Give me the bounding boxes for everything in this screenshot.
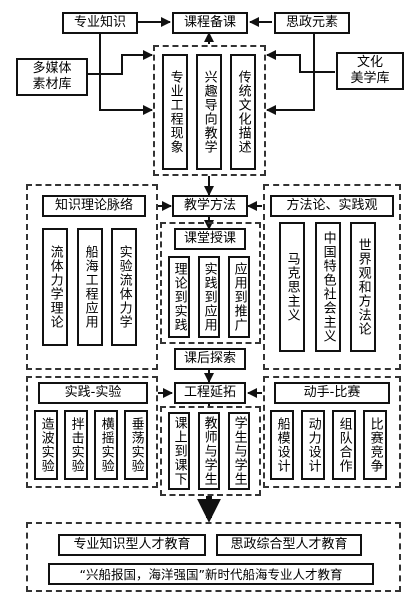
arrow-aesthetic-to-prepbox bbox=[266, 50, 335, 73]
ext-class-to-after: 课上到课下 bbox=[168, 412, 190, 490]
ideological-talent-box: 思政综合型人才教育 bbox=[216, 534, 362, 556]
class-application-to-promotion: 应用到推广 bbox=[228, 256, 250, 338]
exp-slam-label: 拌击实验 bbox=[68, 417, 84, 473]
media-library-line-2: 素材库 bbox=[32, 77, 72, 92]
media-library-line-1: 多媒体 bbox=[32, 61, 72, 77]
comp-competition-label: 比赛竞争 bbox=[367, 417, 383, 473]
outcome-group bbox=[26, 522, 401, 592]
aesthetic-library-line-1: 文化 bbox=[356, 55, 383, 71]
method-worldview-label: 世界观和方法论 bbox=[355, 238, 371, 336]
class-application-to-promotion-label: 应用到推广 bbox=[231, 262, 247, 332]
final-goal-label: “兴船报国，海洋强国”新时代船海专业人才教育 bbox=[79, 566, 343, 582]
classroom-group bbox=[160, 222, 261, 344]
knowledge-theory-group bbox=[26, 184, 158, 370]
prep-items-group bbox=[153, 45, 266, 176]
prep-item-culture-label: 传统文化描述 bbox=[235, 70, 251, 154]
class-theory-to-practice: 理论到实践 bbox=[168, 256, 190, 338]
prep-item-interest: 兴趣导向教学 bbox=[196, 54, 222, 170]
exp-slam: 拌击实验 bbox=[64, 410, 88, 480]
comp-teamwork-label: 组队合作 bbox=[336, 417, 352, 473]
teaching-method-label: 教学方法 bbox=[183, 198, 236, 214]
knowledge-theory-title: 知识理论脉络 bbox=[42, 195, 146, 217]
exp-roll: 横摇实验 bbox=[94, 410, 118, 480]
method-socialism-label: 中国特色社会主义 bbox=[320, 231, 336, 343]
hands-on-competition-title: 动手-比赛 bbox=[274, 382, 390, 404]
ext-teacher-student-label: 教师与学生 bbox=[201, 416, 217, 486]
course-prep-label: 课程备课 bbox=[183, 15, 236, 31]
classroom-teaching-label: 课堂授课 bbox=[183, 231, 236, 247]
methodology-label: 方法论、实践观 bbox=[286, 198, 378, 214]
ideology-elements-label: 思政元素 bbox=[285, 15, 338, 31]
arrow-media-to-prepbox bbox=[88, 50, 153, 75]
teaching-method-box: 教学方法 bbox=[172, 195, 248, 217]
ext-student-student-label: 学生与学生 bbox=[231, 416, 247, 486]
professional-talent-label: 专业知识型人才教育 bbox=[73, 537, 191, 553]
class-practice-to-application: 实践到应用 bbox=[198, 256, 220, 338]
class-practice-to-application-label: 实践到应用 bbox=[201, 262, 217, 332]
comp-power-design-label: 动力设计 bbox=[305, 417, 321, 473]
ext-class-to-after-label: 课上到课下 bbox=[171, 416, 187, 486]
arrow-ideology-to-prepbox bbox=[266, 33, 315, 115]
aesthetic-library-line-2: 美学库 bbox=[350, 71, 390, 86]
practice-experiment-group bbox=[26, 376, 158, 488]
media-library-box: 多媒体 素材库 bbox=[16, 58, 88, 96]
after-class-explore-box: 课后探索 bbox=[174, 348, 246, 370]
practice-experiment-label: 实践-实验 bbox=[64, 385, 122, 401]
professional-talent-box: 专业知识型人才教育 bbox=[58, 534, 206, 556]
final-goal-box: “兴船报国，海洋强国”新时代船海专业人才教育 bbox=[48, 563, 374, 585]
exp-wave: 造波实验 bbox=[34, 410, 58, 480]
engineering-extension-box: 工程延拓 bbox=[174, 382, 246, 404]
aesthetic-library-box: 文化 美学库 bbox=[336, 52, 404, 90]
comp-competition: 比赛竞争 bbox=[363, 410, 387, 480]
professional-knowledge-label: 专业知识 bbox=[73, 15, 126, 31]
practice-experiment-title: 实践-实验 bbox=[38, 382, 148, 404]
comp-ship-model: 船模设计 bbox=[270, 410, 294, 480]
method-worldview: 世界观和方法论 bbox=[350, 222, 376, 352]
classroom-teaching-box: 课堂授课 bbox=[174, 228, 246, 250]
theory-experimental-fluid: 实验流体力学 bbox=[111, 228, 137, 346]
prep-item-engineering: 专业工程现象 bbox=[162, 54, 188, 170]
hands-on-competition-group bbox=[263, 376, 401, 488]
prep-item-culture: 传统文化描述 bbox=[230, 54, 256, 170]
after-class-explore-label: 课后探索 bbox=[183, 351, 236, 367]
method-socialism: 中国特色社会主义 bbox=[315, 222, 341, 352]
exp-heave-label: 垂荡实验 bbox=[128, 417, 144, 473]
comp-ship-model-label: 船模设计 bbox=[274, 417, 290, 473]
methodology-title: 方法论、实践观 bbox=[270, 195, 394, 217]
course-prep-box: 课程备课 bbox=[172, 12, 248, 34]
comp-teamwork: 组队合作 bbox=[332, 410, 356, 480]
exp-roll-label: 横摇实验 bbox=[98, 417, 114, 473]
exp-heave: 垂荡实验 bbox=[124, 410, 148, 480]
exp-wave-label: 造波实验 bbox=[38, 417, 54, 473]
arrow-knowledge-to-prepbox bbox=[99, 33, 153, 115]
comp-power-design: 动力设计 bbox=[301, 410, 325, 480]
methodology-group bbox=[263, 184, 401, 370]
class-theory-to-practice-label: 理论到实践 bbox=[171, 262, 187, 332]
prep-item-engineering-label: 专业工程现象 bbox=[167, 70, 183, 154]
theory-experimental-fluid-label: 实验流体力学 bbox=[116, 245, 132, 329]
extension-items-group bbox=[160, 406, 261, 496]
method-marxism: 马克思主义 bbox=[279, 222, 305, 352]
theory-ship-engineering: 船海工程应用 bbox=[77, 228, 103, 346]
ideological-talent-label: 思政综合型人才教育 bbox=[230, 537, 348, 553]
professional-knowledge-box: 专业知识 bbox=[62, 12, 138, 34]
ext-teacher-student: 教师与学生 bbox=[198, 412, 220, 490]
theory-fluid-mechanics-label: 流体力学理论 bbox=[47, 245, 63, 329]
prep-item-interest-label: 兴趣导向教学 bbox=[201, 70, 217, 154]
ext-student-student: 学生与学生 bbox=[228, 412, 250, 490]
ideology-elements-box: 思政元素 bbox=[274, 12, 350, 34]
engineering-extension-label: 工程延拓 bbox=[183, 385, 236, 401]
hands-on-competition-label: 动手-比赛 bbox=[303, 385, 361, 401]
theory-ship-engineering-label: 船海工程应用 bbox=[82, 245, 98, 329]
theory-fluid-mechanics: 流体力学理论 bbox=[42, 228, 68, 346]
method-marxism-label: 马克思主义 bbox=[284, 252, 300, 322]
knowledge-theory-label: 知识理论脉络 bbox=[54, 198, 133, 214]
